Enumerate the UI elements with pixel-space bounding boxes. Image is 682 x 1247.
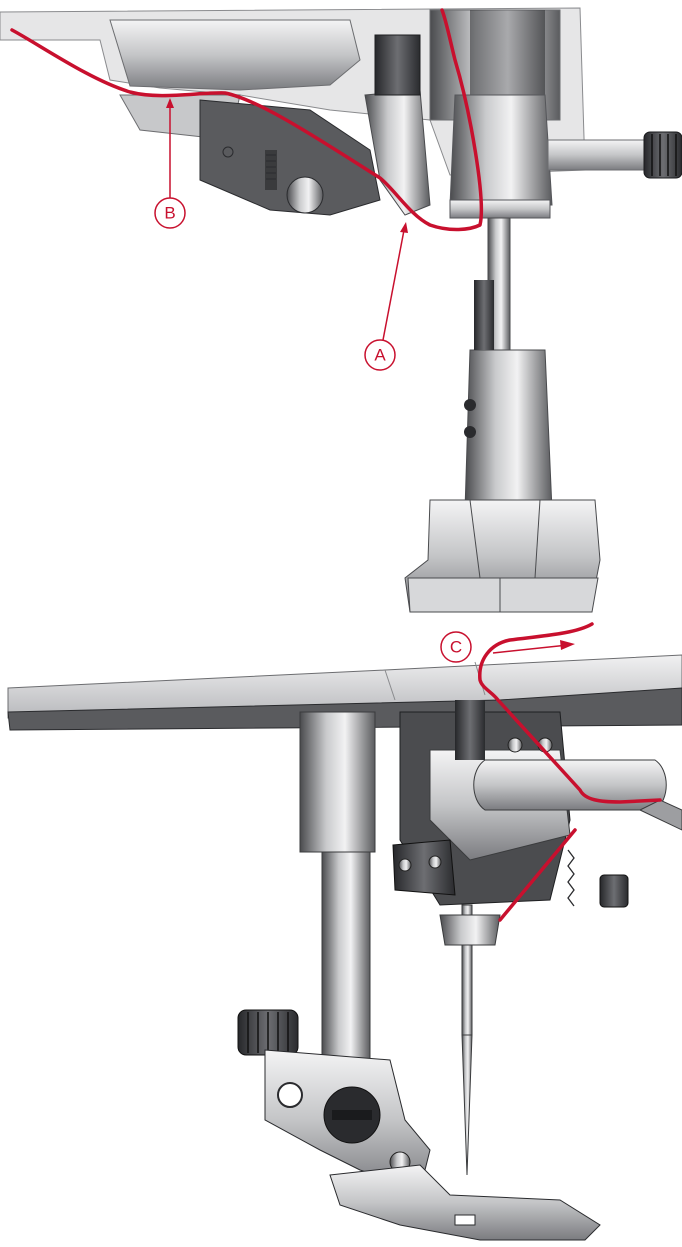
presser-foot — [329, 1164, 601, 1241]
callout-b-label: B — [164, 204, 175, 223]
callout-c: C — [440, 631, 472, 663]
presser-bar — [321, 851, 371, 1068]
thread-path-top — [10, 8, 484, 232]
thread-path-bottom — [478, 622, 662, 922]
thread-direction-arrow-icon — [492, 640, 575, 654]
callout-a: A — [364, 222, 408, 371]
callout-b: B — [154, 98, 186, 229]
threader-mechanism — [199, 99, 381, 216]
bottom-machine-view — [7, 654, 682, 1241]
needle-clamp-screw-icon — [643, 131, 682, 179]
callout-c-label: C — [450, 638, 462, 657]
callout-a-label: A — [374, 346, 386, 365]
top-machine-view — [0, 7, 682, 613]
